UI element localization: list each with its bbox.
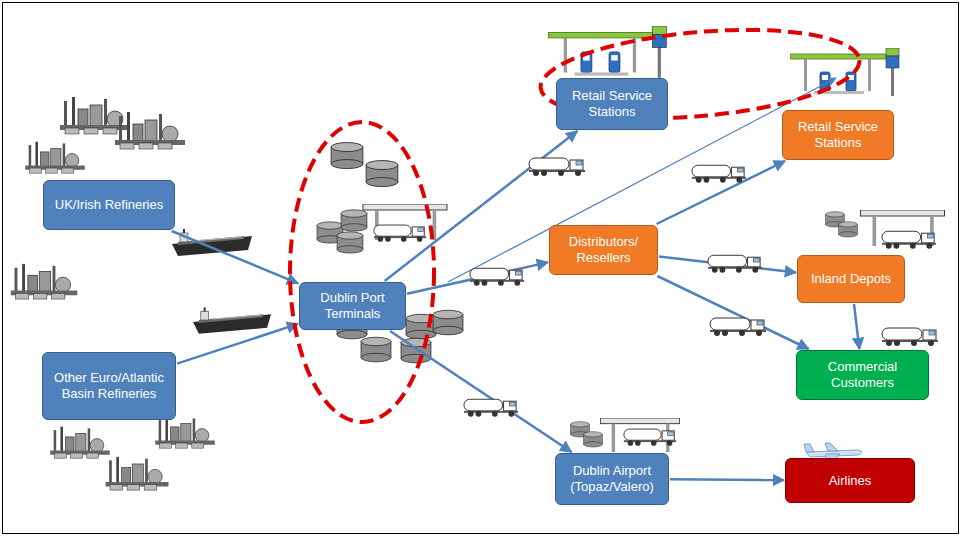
node-label: Distributors/ Resellers [557,234,650,265]
illustration-part [106,457,169,490]
illustration-part [882,231,936,248]
distribution-box: Inland Depots [797,255,905,303]
flow-arrow [657,161,785,224]
node-label: Retail Service Stations [564,88,660,119]
end-user-box: Airlines [785,458,915,503]
illustration-part [374,225,426,242]
flow-arrow [390,331,572,452]
highlight-ellipses [290,18,863,422]
illustration-part [710,318,766,336]
node-label: Airlines [829,473,872,489]
illustration-part [366,161,398,187]
node-label: Other Euro/Atlantic Basin Refineries [50,370,168,401]
illustration-part [361,337,391,362]
illustration-part [193,307,271,333]
illustration-part [155,417,215,448]
illustration-part [624,429,676,446]
flow-arrow [854,304,859,349]
node-label: UK/Irish Refineries [55,197,163,213]
illustration-part [433,310,463,335]
illustration-part [470,268,524,285]
node-label: Dublin Port Terminals [307,290,398,321]
ship-icons [172,229,271,334]
distribution-box: Distributors/ Resellers [549,225,658,275]
illustration-part [337,232,363,253]
tanker-trucks [374,158,938,446]
storage-tanks [317,143,944,452]
illustration-part [708,255,762,272]
illustration-part [549,26,667,78]
illustration-part [839,222,858,237]
illustration-part [464,399,518,416]
process-box: UK/Irish Refineries [43,180,175,230]
flow-arrow [172,231,298,283]
flow-arrow [670,478,784,481]
illustration-part [600,418,679,452]
node-label: Inland Depots [811,271,891,287]
illustration-part [584,432,603,447]
process-box: Retail Service Stations [556,78,668,130]
refinery-icons [11,97,215,490]
illustration-part [825,443,838,451]
illustration-part [172,229,252,256]
node-label: Retail Service Stations [790,119,886,150]
illustration-part [50,427,110,458]
illustration-part [25,142,85,173]
node-label: Commercial Customers [804,359,921,390]
illustration-part [804,444,814,452]
leader-arrow [448,78,836,282]
illustration-part [331,143,363,169]
flow-arrow [657,276,808,349]
illustration-part [529,158,585,176]
flow-arrow [177,324,298,364]
process-box: Dublin Airport (Topaz/Valero) [555,453,669,505]
distribution-box: Retail Service Stations [782,110,894,160]
process-box: Dublin Port Terminals [299,282,406,330]
illustration-part [11,264,78,299]
process-box: Other Euro/Atlantic Basin Refineries [42,352,176,420]
illustration-part [692,165,746,182]
illustration-part [290,122,434,422]
node-label: Dublin Airport (Topaz/Valero) [563,463,661,494]
customer-box: Commercial Customers [796,350,929,400]
illustration-part [115,112,185,149]
flow-arrow [407,262,548,293]
illustration-part [790,48,899,96]
illustration-part [341,210,367,231]
illustration-part [882,328,938,346]
